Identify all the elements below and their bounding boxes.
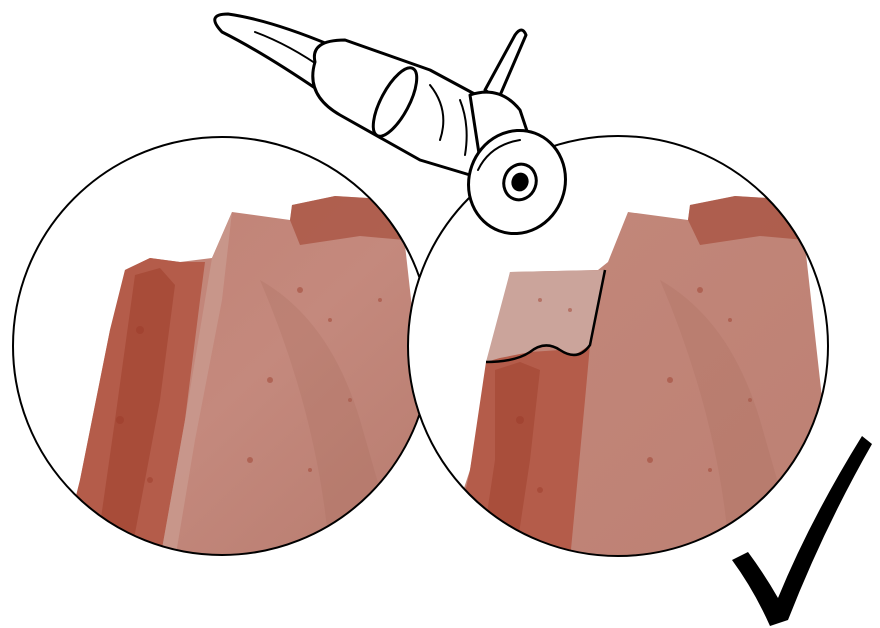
left-panel-before	[13, 137, 440, 560]
left-pipe-top-rust	[290, 196, 405, 245]
grinder-side-handle	[485, 30, 526, 100]
